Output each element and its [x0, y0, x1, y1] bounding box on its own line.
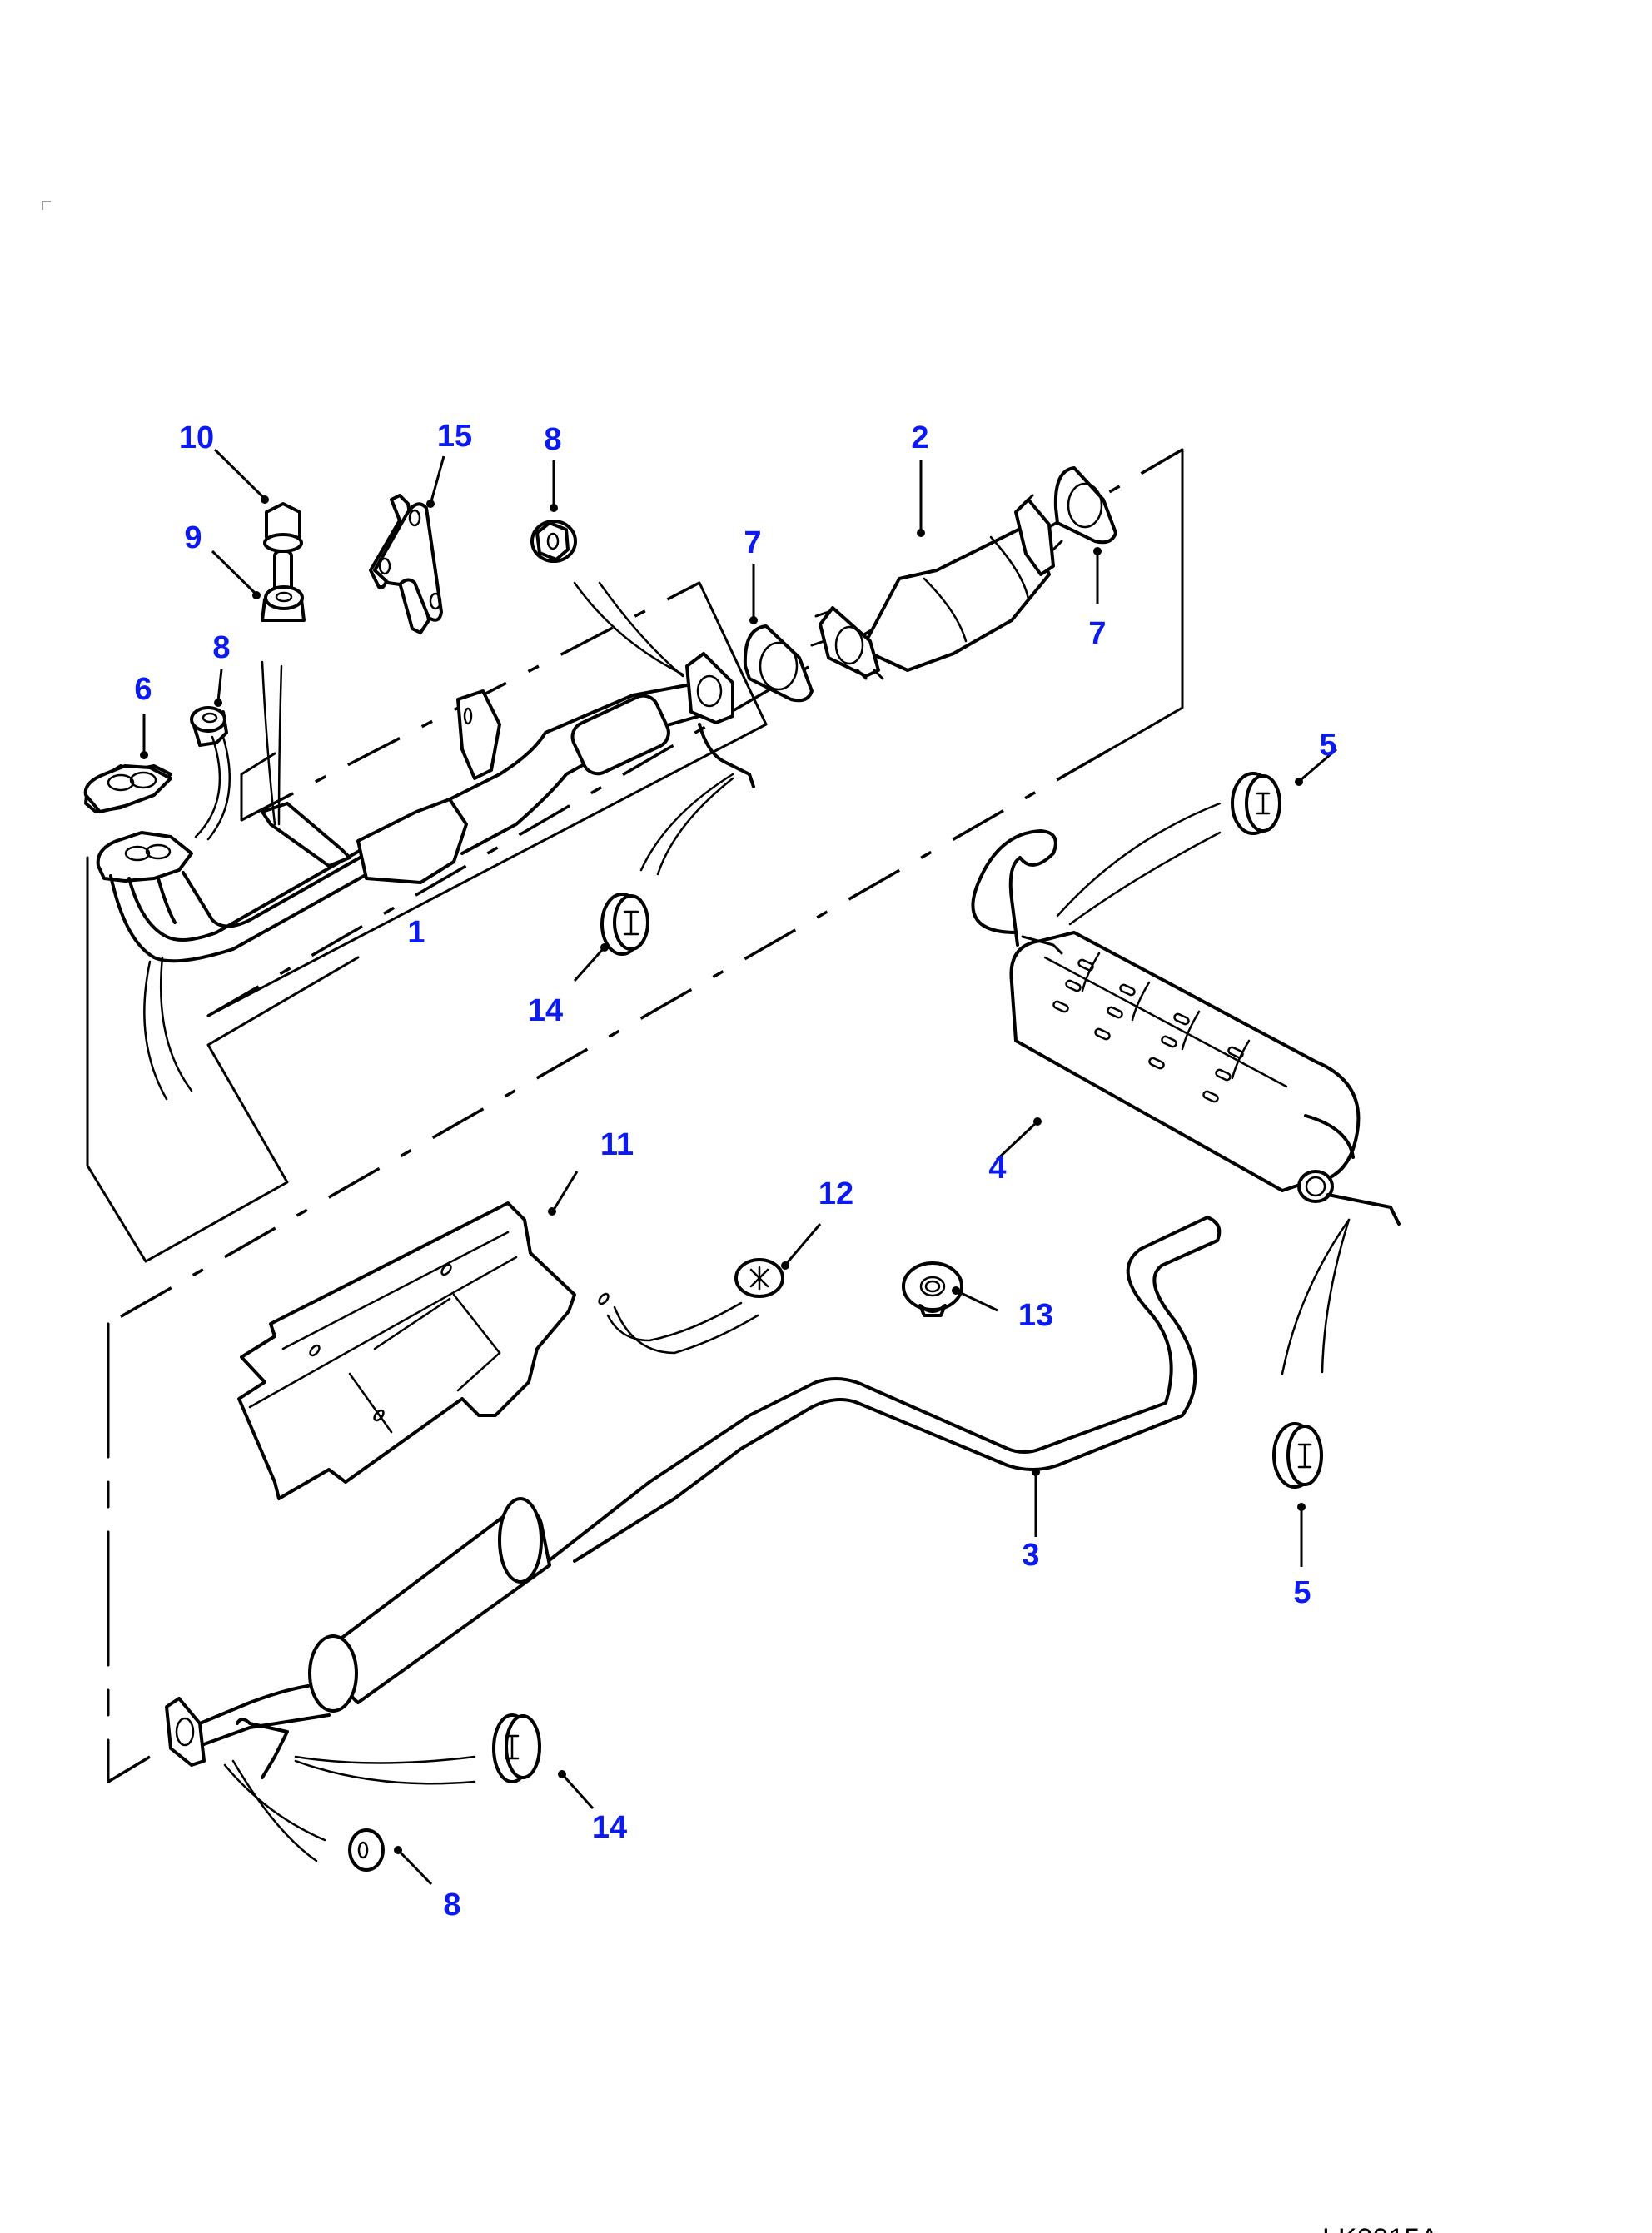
- rear-silencer-4[interactable]: [971, 829, 1401, 1226]
- corner-mark: [42, 201, 51, 210]
- callout-7[interactable]: 7: [1088, 616, 1106, 651]
- flange-nut-8-bottom[interactable]: [348, 1828, 385, 1872]
- rubber-mounting-5-top[interactable]: [1231, 772, 1281, 835]
- callout-15[interactable]: 15: [437, 419, 472, 454]
- silencer-slots: [1052, 958, 1244, 1103]
- callout-8[interactable]: 8: [212, 630, 230, 665]
- callout-5[interactable]: 5: [1319, 728, 1336, 763]
- callout-9[interactable]: 9: [184, 520, 202, 555]
- catalytic-converter-2[interactable]: [810, 494, 1063, 680]
- callout-labels: 10 15 8 2 9 7 7 8 6 5 1 14 4 11 12 13 3 …: [134, 419, 1336, 1922]
- callout-7[interactable]: 7: [744, 525, 761, 560]
- callout-8[interactable]: 8: [443, 1887, 460, 1922]
- nut-9[interactable]: [261, 585, 306, 622]
- boundary-line: [86, 856, 360, 1263]
- rubber-mounting-14-bottom[interactable]: [492, 1713, 541, 1783]
- clip-12[interactable]: [734, 1258, 784, 1298]
- intermediate-pipe-3[interactable]: [165, 1216, 1222, 1779]
- callout-10[interactable]: 10: [179, 420, 214, 455]
- flange-nut-8-top[interactable]: [530, 520, 577, 563]
- callout-14[interactable]: 14: [592, 1810, 627, 1845]
- front-pipe-1[interactable]: [96, 652, 755, 963]
- callout-6[interactable]: 6: [134, 672, 152, 707]
- gasket-7-right[interactable]: [1053, 466, 1117, 545]
- boundary-line: [107, 749, 1108, 1325]
- bracket-15[interactable]: [369, 494, 443, 634]
- callout-1[interactable]: 1: [407, 915, 425, 950]
- gasket-7-left[interactable]: [743, 624, 814, 703]
- callout-2[interactable]: 2: [911, 420, 928, 455]
- callout-12[interactable]: 12: [819, 1176, 853, 1211]
- manifold-gasket-6[interactable]: [83, 764, 172, 813]
- figure-reference: LK0015A: [1322, 2223, 1439, 2233]
- group-boundaries: [86, 448, 1184, 1783]
- callout-5[interactable]: 5: [1293, 1575, 1311, 1610]
- boundary-line: [1106, 448, 1184, 753]
- rubber-mounting-14-top[interactable]: [600, 893, 649, 956]
- boundary-line: [107, 1755, 151, 1783]
- rubber-mounting-5-bottom[interactable]: [1272, 1422, 1323, 1489]
- heat-shield-11[interactable]: [237, 1201, 610, 1500]
- callout-8[interactable]: 8: [544, 422, 561, 457]
- callout-14[interactable]: 14: [528, 993, 563, 1028]
- flange-nut-8-left[interactable]: [190, 706, 228, 747]
- bolt-10[interactable]: [263, 502, 303, 599]
- callout-13[interactable]: 13: [1018, 1298, 1053, 1333]
- boundary-line: [240, 752, 276, 822]
- callout-4[interactable]: 4: [988, 1151, 1006, 1186]
- callout-11[interactable]: 11: [600, 1127, 634, 1162]
- leader-lines: [140, 448, 1337, 1886]
- boundary-line: [207, 448, 1183, 1017]
- nut-retainer-13[interactable]: [902, 1261, 963, 1317]
- callout-3[interactable]: 3: [1022, 1538, 1039, 1573]
- boundary-line: [206, 581, 768, 1017]
- fitting-arcs: [143, 581, 1351, 1862]
